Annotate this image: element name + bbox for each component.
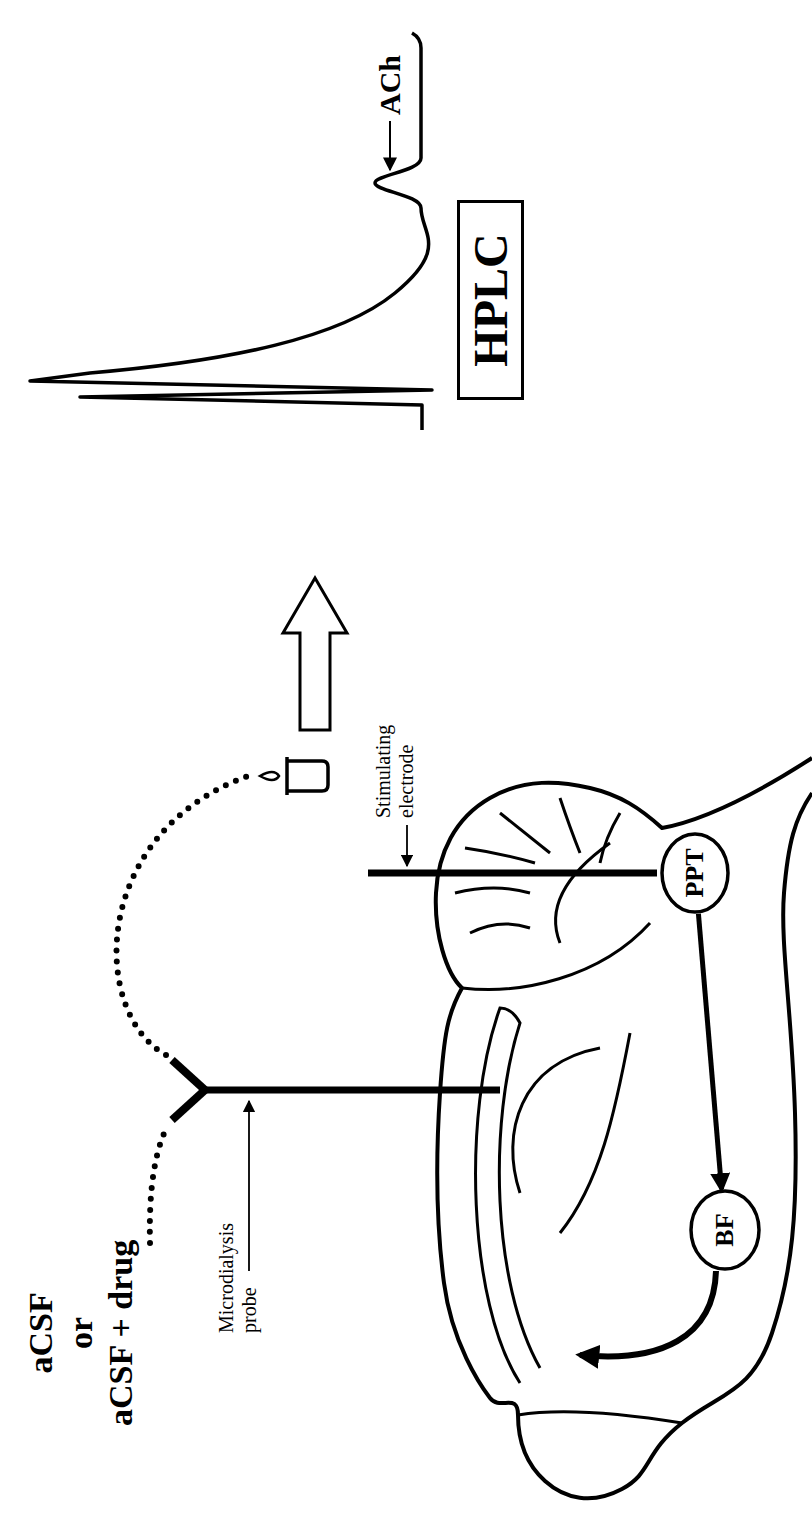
probe-leader-arrow (248, 1101, 250, 1271)
probe-inlet-arm (172, 1090, 205, 1120)
probe-shaft (205, 1087, 500, 1094)
collection-vial (287, 757, 328, 795)
node-label: PPT (680, 848, 710, 897)
ellipse-outline (691, 1191, 759, 1269)
brain-outline (436, 758, 812, 1498)
corpus-callosum (476, 1008, 540, 1383)
folium (556, 843, 610, 943)
perfusate-label: or (61, 1317, 100, 1349)
folium (455, 888, 530, 893)
folium (500, 813, 550, 853)
projection-arrow (698, 914, 721, 1189)
part-label: Stimulating electrode (372, 725, 418, 818)
olfactory-boundary (518, 1412, 682, 1423)
nucleus-ellipse: PPT (660, 832, 730, 914)
node-label: BF (710, 1213, 740, 1246)
dialysate-drop (260, 772, 279, 780)
part-label: Microdialysis probe (215, 1223, 261, 1333)
chromatogram-trace (30, 33, 432, 430)
ach-leader-arrow (389, 121, 391, 170)
stimulating-electrode (368, 870, 657, 877)
connector-layer (698, 914, 721, 1189)
perfusate-label: aCSF + drug (101, 1240, 140, 1426)
probe-outlet-arm (172, 1060, 205, 1090)
peak-label: ACh (373, 55, 408, 115)
folium (600, 813, 620, 863)
perfusate-label: aCSF (21, 1292, 60, 1373)
thalamus-outline (560, 1033, 630, 1233)
node-label: HPLC (463, 233, 518, 366)
electrode-leader-arrow (406, 825, 408, 866)
inflow-tubing (150, 1125, 168, 1243)
folium (470, 924, 530, 933)
ellipse-outline (662, 834, 728, 912)
hippocampus (513, 1048, 600, 1193)
folium (465, 848, 535, 863)
folium (560, 798, 580, 853)
process-arrow (283, 578, 347, 730)
bf-cortex-arrow (580, 1271, 716, 1356)
instrument-box: HPLC (457, 200, 524, 400)
outflow-tubing (116, 776, 248, 1055)
nucleus-ellipse: BF (689, 1189, 761, 1271)
